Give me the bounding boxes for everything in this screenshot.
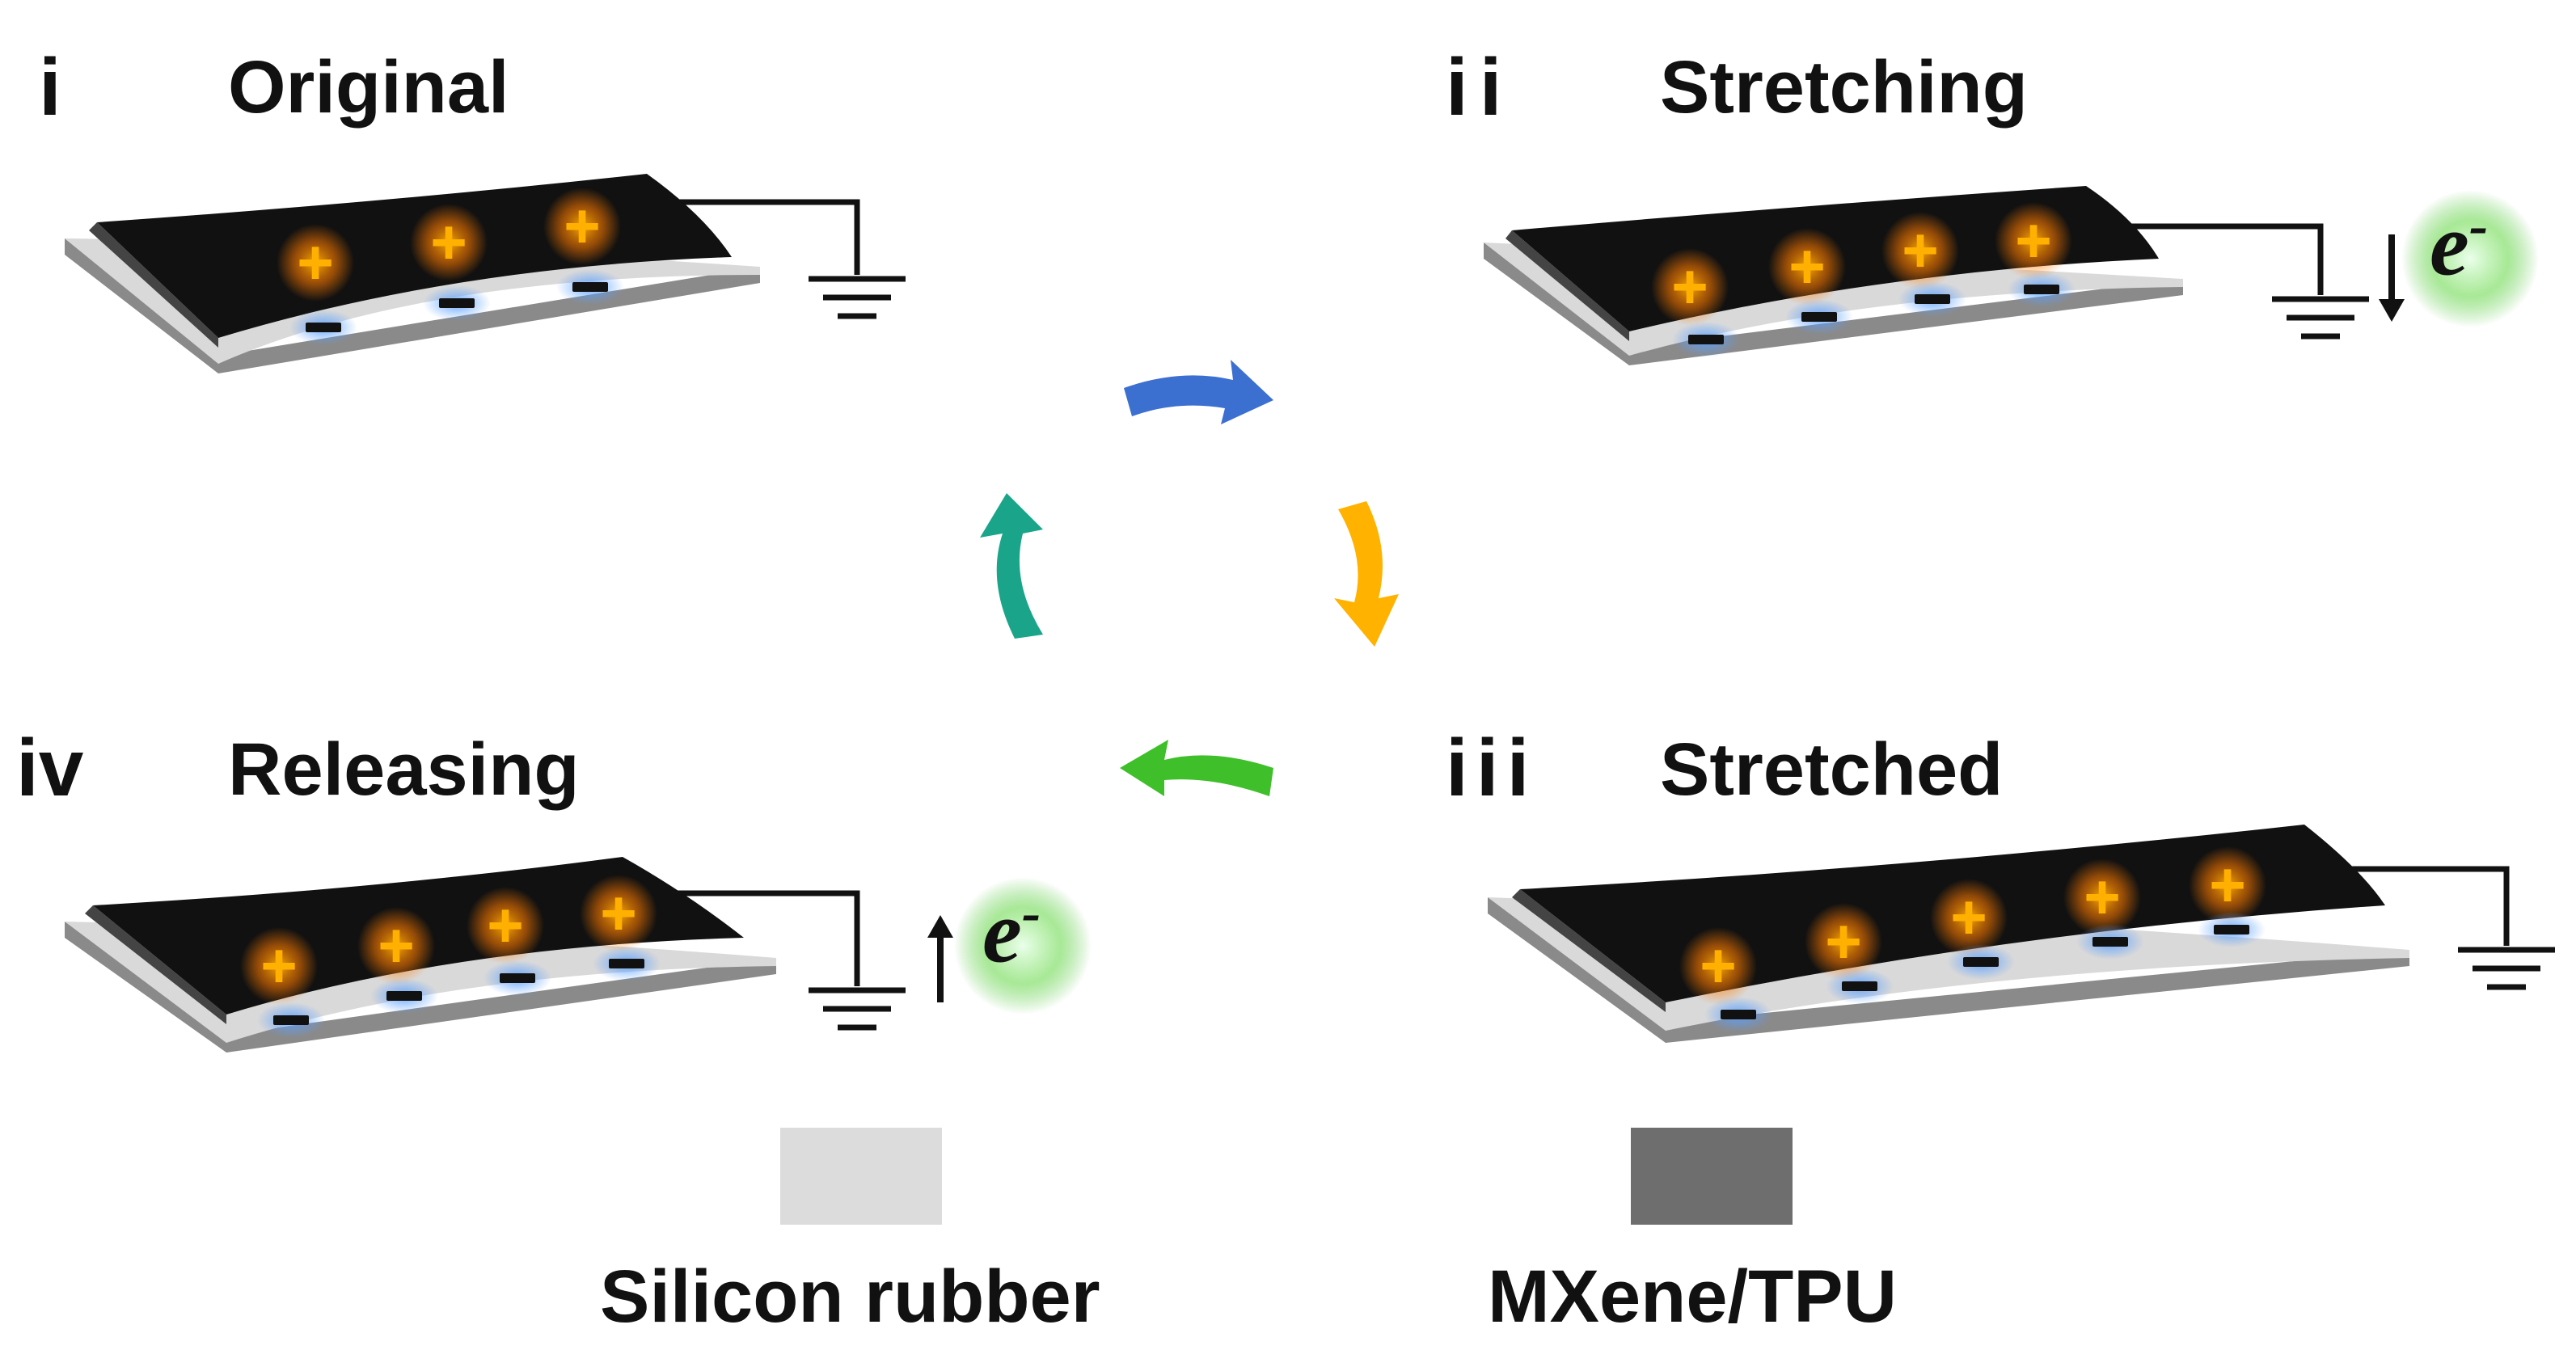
film-edge-highlight [1505,230,1629,341]
panel-iv-positive-charge: + [467,887,544,964]
silicon-rubber-side [65,922,776,1053]
positive-charge-symbol: + [2209,849,2246,920]
panel-ii-positive-charge: + [1768,228,1846,306]
positive-charge-symbol: + [1902,214,1939,285]
panel-ii-positive-charge: + [1995,202,2072,280]
panel-ii-electron-label: e- [2430,198,2488,289]
positive-charge-symbol: + [487,889,524,960]
film-edge-highlight [1512,889,1666,1012]
panel-iv-ground [655,890,906,1031]
panel-iii-negative-charge [2076,924,2144,960]
panel-i-positive-charge: + [410,204,488,281]
panel-iv-electron-glow [954,877,1092,1015]
positive-charge-symbol: + [260,930,298,1001]
panel-iii-positive-charge: + [1679,927,1757,1005]
panel-i-negative-charge [556,269,624,305]
film-edge-highlight [85,905,226,1024]
positive-charge-symbol: + [1671,251,1708,322]
panel-i-negative-charge [289,310,357,345]
panel-iv-negative-charge [593,946,661,981]
charges-layer: + + + + + + + + + + + + + + + + [240,188,2266,1038]
panel-i-numeral: i [39,42,61,133]
panel-iv-negative-charge [370,978,438,1014]
panel-ii-positive-charge: + [1881,212,1959,289]
panel-iii-title: Stretched [1660,728,2004,811]
positive-charge-symbol: + [1825,905,1862,977]
electron-symbol: e [2430,195,2469,294]
panel-iii-positive-charge: + [1930,879,2008,956]
cycle-arrow-teal [980,493,1043,639]
panel-i-ground [647,199,906,319]
panel-iii-ground [2321,866,2555,990]
panel-iv-electron-arrow [927,915,953,1002]
cycle-arrow-green [1120,740,1273,796]
panel-iii-positive-charge: + [2189,846,2266,924]
positive-charge-symbol: + [297,226,334,297]
positive-charge-symbol: + [378,909,415,981]
panel-ii-numeral: ii [1446,42,1514,133]
panel-i-positive-charge: + [543,188,621,265]
legend-label-silicon-rubber: Silicon rubber [600,1255,1100,1338]
panel-ii-ground [2094,223,2369,340]
electron-charge: - [1021,882,1041,944]
panel-iv-numeral: iv [16,723,84,813]
panel-i-negative-charge [423,285,491,321]
cycle-arrow-blue [1124,360,1273,424]
panel-iv-electron-label: e- [982,885,1041,977]
silicon-rubber-side [65,238,760,373]
panel-iv-positive-charge: + [580,875,657,952]
panel-ii-electron-glow [2401,190,2539,327]
cycle-arrow-yellow [1334,501,1399,647]
silicon-rubber-side [1488,897,2409,1043]
panel-i-positive-charge: + [277,224,354,302]
panel-ii-negative-charge [2008,272,2076,307]
panel-ii-negative-charge [1672,322,1740,357]
panel-ii-negative-charge [1785,299,1853,335]
film-edge-highlight [89,222,218,348]
panel-iii-negative-charge [1826,968,1894,1004]
positive-charge-symbol: + [1950,881,1987,952]
positive-charge-symbol: + [430,206,467,277]
positive-charge-symbol: + [2015,205,2052,276]
panel-iv-negative-charge [484,960,551,996]
panel-ii-title: Stretching [1660,46,2028,129]
electron-charge: - [2468,195,2489,257]
electron-symbol: e [982,882,1022,981]
positive-charge-symbol: + [1788,230,1826,302]
panel-iv-positive-charge: + [357,907,435,985]
positive-charge-symbol: + [2084,861,2121,932]
panel-iv-title: Releasing [228,728,580,811]
positive-charge-symbol: + [600,877,637,948]
panel-iii-negative-charge [2198,912,2266,947]
panel-iii-negative-charge [1947,944,2015,980]
legend-swatch-silicon-rubber [780,1128,942,1225]
panel-iii-negative-charge [1704,997,1772,1032]
panel-iv-positive-charge: + [240,927,318,1005]
panel-i-title: Original [228,46,509,129]
panel-iii-numeral: iii [1446,723,1538,813]
panel-iv-negative-charge [257,1002,325,1038]
legend-swatch-mxene-tpu [1631,1128,1793,1225]
panel-iii-positive-charge: + [1805,903,1882,981]
positive-charge-symbol: + [1700,930,1737,1001]
panel-ii-electron-arrow [2379,234,2405,322]
legend-label-mxene-tpu: MXene/TPU [1488,1255,1898,1338]
panel-ii-negative-charge [1898,281,1966,317]
positive-charge-symbol: + [564,190,601,261]
panel-ii-positive-charge: + [1651,248,1729,326]
panel-iii-positive-charge: + [2063,859,2141,936]
